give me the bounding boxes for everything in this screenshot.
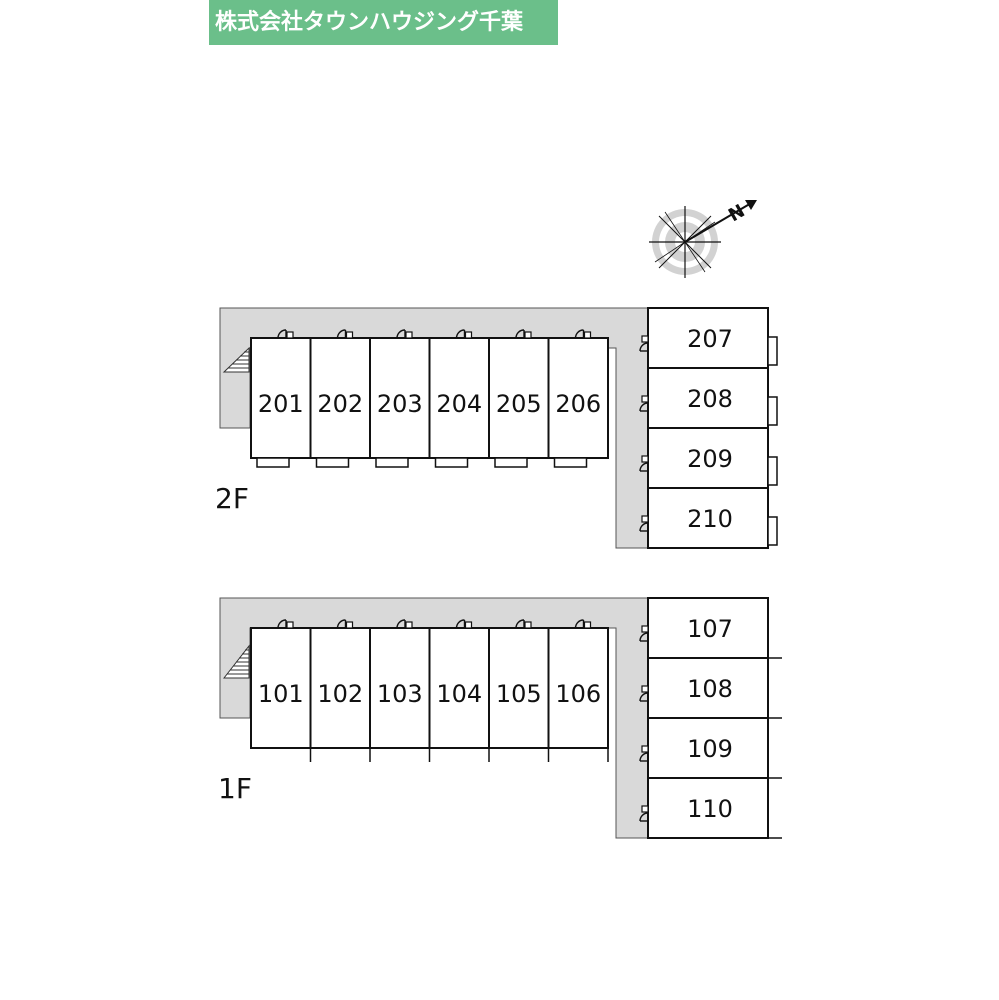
compass-icon — [649, 200, 757, 278]
room-number: 105 — [496, 680, 542, 708]
balcony — [256, 457, 290, 468]
room-number: 210 — [687, 505, 733, 533]
room-number: 107 — [687, 615, 733, 643]
floor-label: 1F — [218, 772, 252, 805]
room-206: 206 — [547, 329, 609, 468]
room-number: 207 — [687, 325, 733, 353]
room-number: 110 — [687, 795, 733, 823]
room-207: 207 — [639, 307, 778, 369]
company-banner: 株式会社タウンハウジング千葉 — [209, 0, 558, 45]
room-number: 206 — [555, 390, 601, 418]
floor-label: 2F — [215, 482, 249, 515]
room-205: 205 — [488, 329, 550, 468]
room-number: 201 — [258, 390, 304, 418]
balcony — [494, 457, 528, 468]
stairs-icon — [222, 644, 250, 679]
compass-north-label: N — [725, 201, 749, 227]
balcony — [767, 456, 778, 486]
room-106: 106 — [547, 619, 609, 762]
room-109: 109 — [639, 717, 782, 779]
room-number: 203 — [377, 390, 423, 418]
room-202: 202 — [309, 329, 371, 468]
balcony — [767, 336, 778, 366]
balcony — [767, 516, 778, 546]
room-110: 110 — [639, 777, 782, 839]
room-101: 101 — [250, 619, 312, 762]
room-104: 104 — [428, 619, 490, 762]
room-108: 108 — [639, 657, 782, 719]
balcony — [315, 457, 350, 468]
room-203: 203 — [369, 329, 431, 468]
balcony — [553, 457, 588, 468]
room-number: 106 — [555, 680, 601, 708]
room-number: 104 — [436, 680, 482, 708]
room-number: 202 — [317, 390, 363, 418]
stairs-icon — [222, 346, 250, 373]
room-number: 102 — [317, 680, 363, 708]
room-103: 103 — [369, 619, 431, 762]
room-number: 109 — [687, 735, 733, 763]
room-number: 209 — [687, 445, 733, 473]
balcony — [375, 457, 409, 468]
room-number: 108 — [687, 675, 733, 703]
company-name: 株式会社タウンハウジング千葉 — [215, 10, 524, 35]
room-number: 103 — [377, 680, 423, 708]
room-number: 205 — [496, 390, 542, 418]
balcony — [434, 457, 469, 468]
room-209: 209 — [639, 427, 778, 489]
room-number: 204 — [436, 390, 482, 418]
room-105: 105 — [488, 619, 550, 762]
balcony — [767, 396, 778, 426]
room-208: 208 — [639, 367, 778, 429]
room-204: 204 — [428, 329, 490, 468]
room-number: 101 — [258, 680, 304, 708]
room-102: 102 — [309, 619, 371, 762]
room-201: 201 — [250, 329, 312, 468]
room-210: 210 — [639, 487, 778, 549]
room-107: 107 — [639, 597, 782, 659]
room-number: 208 — [687, 385, 733, 413]
